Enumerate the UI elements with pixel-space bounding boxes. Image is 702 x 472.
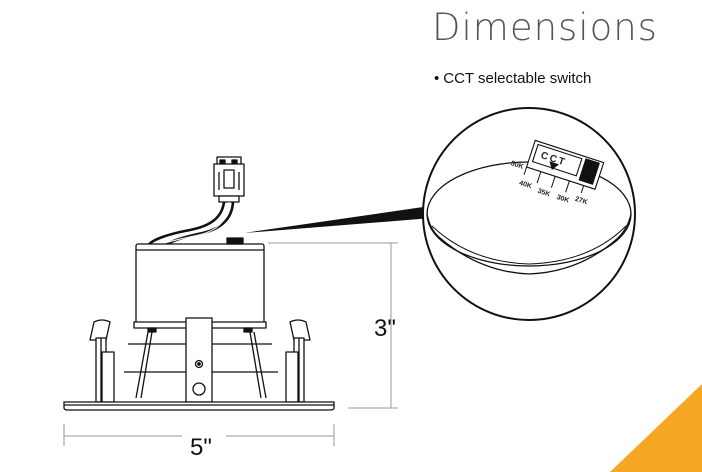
switch-position-27k: 27K [574, 196, 588, 207]
height-dimension [268, 242, 398, 409]
switch-position-35k: 35K [537, 188, 551, 199]
height-label: 3" [374, 315, 396, 342]
switch-position-40k: 40K [518, 180, 532, 191]
connector-plug [213, 156, 245, 203]
cct-switch: CCT 50K 40K 35K 30K 27K [510, 139, 605, 207]
bullet-dot: • [434, 70, 440, 87]
width-label: 5" [190, 434, 212, 461]
width-dimension [63, 424, 335, 446]
callout-pointer [244, 206, 432, 233]
feature-label: CCT selectable switch [443, 70, 592, 87]
magnified-detail: CCT 50K 40K 35K 30K 27K [422, 107, 636, 321]
feature-bullet: •CCT selectable switch [434, 70, 591, 87]
corner-accent [610, 384, 702, 472]
trim-ring [63, 401, 335, 411]
switch-position-50k: 50K [510, 160, 524, 171]
spring-clip-right [285, 319, 311, 403]
switch-position-30k: 30K [556, 194, 570, 205]
center-bracket [185, 317, 213, 403]
fixture [63, 156, 335, 411]
page-title: Dimensions [432, 6, 658, 49]
wires [145, 201, 235, 249]
spring-clip-left [89, 319, 115, 403]
